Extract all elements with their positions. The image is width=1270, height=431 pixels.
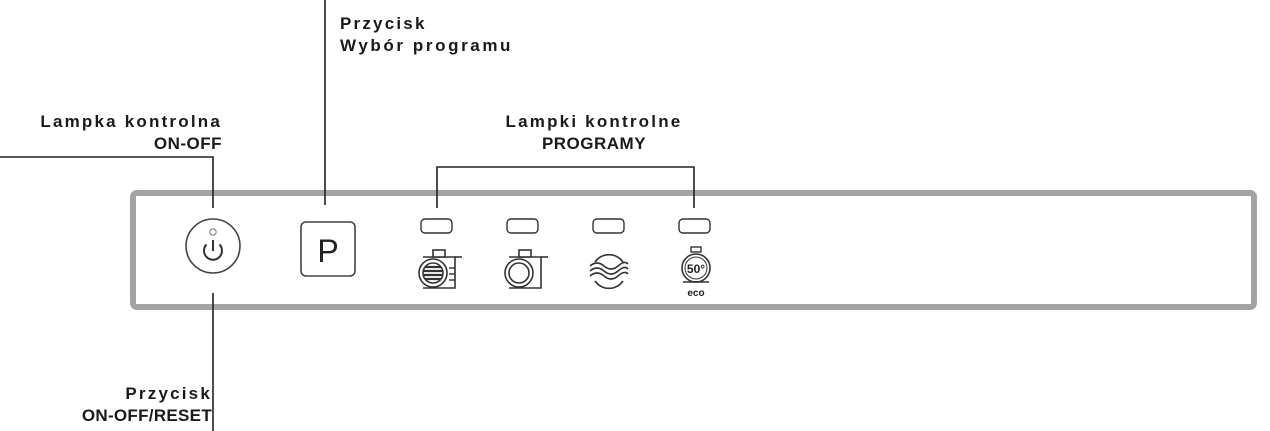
program-button-label-line2: Wybór programu	[340, 36, 514, 55]
program-lamp-3	[592, 218, 625, 234]
program-lamps-label-line2: PROGRAMY	[541, 134, 647, 153]
reset-button-label-line2: ON-OFF/RESET	[81, 406, 212, 425]
program-lamp-2	[506, 218, 539, 234]
program-button-label-line1: Przycisk	[340, 14, 427, 33]
indicator-on-off-label: Lampka kontrolna ON-OFF	[40, 111, 222, 155]
reset-button-label-line1: Przycisk	[125, 384, 212, 403]
on-off-reset-button[interactable]	[185, 218, 241, 274]
eco-50-program-icon: 50° eco	[681, 246, 711, 299]
leader-lines	[0, 0, 695, 431]
normal-program-icon	[504, 249, 548, 289]
program-lamps-label: Lampki kontrolne PROGRAMY	[486, 111, 702, 155]
program-button-label: Przycisk Wybór programu	[340, 13, 513, 57]
program-lamps	[420, 218, 711, 234]
on-off-indicator-led	[209, 228, 217, 236]
eco-temperature-label: 50°	[687, 262, 705, 276]
program-button-glyph: P	[317, 233, 338, 269]
leader-line-indicator	[0, 156, 214, 208]
intensive-program-icon	[418, 249, 462, 289]
power-icon	[203, 243, 223, 261]
program-lamp-1	[420, 218, 453, 234]
program-lamp-4	[678, 218, 711, 234]
leader-line-program-lamps	[436, 166, 695, 208]
indicator-on-off-label-line1: Lampka kontrolna	[40, 112, 222, 131]
reset-button-label: Przycisk ON-OFF/RESET	[82, 383, 212, 427]
program-lamps-label-line1: Lampki kontrolne	[505, 112, 683, 131]
eco-tag-label: eco	[687, 288, 704, 299]
program-select-button[interactable]: P	[300, 221, 356, 277]
indicator-on-off-label-line2: ON-OFF	[153, 134, 222, 153]
rinse-program-icon	[589, 253, 629, 290]
